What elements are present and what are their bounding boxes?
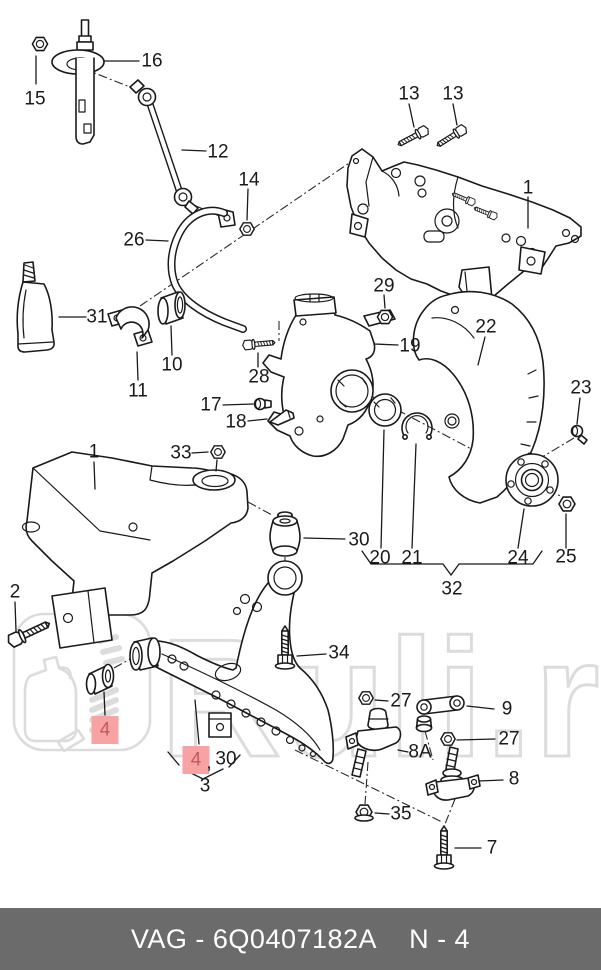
part-screw-23	[570, 424, 588, 445]
callout-27: 27	[390, 691, 411, 712]
callout-18: 18	[225, 412, 246, 433]
part-sway-bar	[167, 206, 247, 333]
callout-8A: 8A	[408, 742, 432, 763]
callout-35: 35	[390, 804, 411, 825]
callout-20: 20	[369, 548, 390, 569]
part-nut-29	[376, 309, 394, 325]
watermark: Ruli.ru	[12, 603, 601, 794]
callout-11: 11	[128, 381, 148, 402]
callout-25: 25	[555, 547, 576, 568]
callout-31: 31	[86, 307, 107, 328]
parts-diagram: Ruli.ru	[4, 19, 601, 870]
leader-lines	[14, 55, 581, 849]
callout-29: 29	[373, 276, 394, 297]
part-nut-33	[210, 445, 226, 459]
part-subframe	[346, 148, 582, 299]
part-nut-25	[558, 496, 576, 512]
callout-21: 21	[401, 548, 422, 569]
part-strut	[51, 19, 105, 145]
callout-1: 1	[523, 178, 534, 199]
parts-layer	[4, 19, 588, 870]
part-ball-joint-8	[425, 746, 481, 801]
callout-30: 30	[215, 749, 236, 770]
part-bolt-7	[433, 825, 455, 870]
part-bolt-28	[241, 336, 276, 351]
part-ball-joint-8a	[345, 707, 402, 778]
callout-comma: ,	[206, 753, 211, 774]
part-bolt-2	[4, 616, 54, 650]
part-pin-18	[269, 409, 295, 426]
callout-22: 22	[475, 317, 496, 338]
part-stab-link	[129, 79, 199, 215]
part-nut-35-flange	[354, 814, 374, 822]
part-grease-tube	[16, 261, 55, 353]
callout-7: 7	[487, 838, 498, 859]
part-nut-15	[31, 36, 49, 52]
part-splash-shield	[412, 266, 545, 504]
part-plug-17	[253, 397, 272, 411]
callout-32: 32	[441, 579, 462, 600]
callout-8: 8	[509, 769, 520, 790]
part-sway-bushing	[157, 291, 186, 325]
callout-23: 23	[570, 378, 591, 399]
part-bushing-clamp	[107, 306, 153, 347]
highlight-4[interactable]	[91, 716, 119, 744]
group-bracket-32	[361, 550, 543, 577]
callout-26: 26	[123, 230, 144, 251]
watermark-logo-bottle	[23, 655, 78, 743]
callout-24: 24	[507, 548, 529, 569]
callout-30: 30	[348, 530, 369, 551]
part-console-bracket	[21, 451, 249, 649]
callout-33: 33	[170, 443, 191, 464]
footer-part-number: VAG - 6Q0407182A	[130, 923, 378, 954]
part-bolt-13a	[395, 123, 432, 150]
part-knuckle	[262, 293, 396, 458]
callout-4[interactable]: 4	[191, 750, 202, 771]
part-wheel-bearing	[368, 393, 402, 427]
part-control-arm	[129, 560, 335, 765]
part-nut-27b	[440, 732, 456, 746]
callout-2: 2	[10, 582, 21, 603]
part-nut-14	[239, 222, 255, 236]
callout-14: 14	[238, 170, 260, 191]
part-coupling-link-9	[415, 695, 465, 733]
callout-19: 19	[399, 336, 420, 357]
callout-13: 13	[442, 84, 463, 105]
callout-1: 1	[89, 442, 100, 463]
part-nut-27a	[358, 691, 374, 705]
callout-12: 12	[207, 142, 228, 163]
footer-bar: VAG - 6Q0407182A N - 4	[0, 908, 601, 970]
callout-28: 28	[248, 367, 269, 388]
callout-13: 13	[398, 84, 419, 105]
callout-34: 34	[328, 643, 350, 664]
callout-16: 16	[141, 51, 162, 72]
callout-9: 9	[502, 699, 513, 720]
watermark-text: Ruli.ru	[160, 604, 601, 792]
callout-4[interactable]: 4	[100, 720, 111, 741]
footer-page-number: N - 4	[409, 923, 471, 954]
callout-17: 17	[200, 395, 221, 416]
callout-15: 15	[24, 89, 45, 110]
part-bolt-13b	[433, 122, 470, 151]
part-bushing-4	[85, 663, 115, 695]
part-snap-ring	[401, 412, 433, 440]
part-bushing-30	[269, 511, 301, 557]
callout-3: 3	[200, 776, 211, 797]
callout-27: 27	[498, 729, 519, 750]
callout-10: 10	[161, 355, 182, 376]
part-wheel-hub	[505, 453, 559, 507]
highlight-4[interactable]	[182, 746, 210, 774]
